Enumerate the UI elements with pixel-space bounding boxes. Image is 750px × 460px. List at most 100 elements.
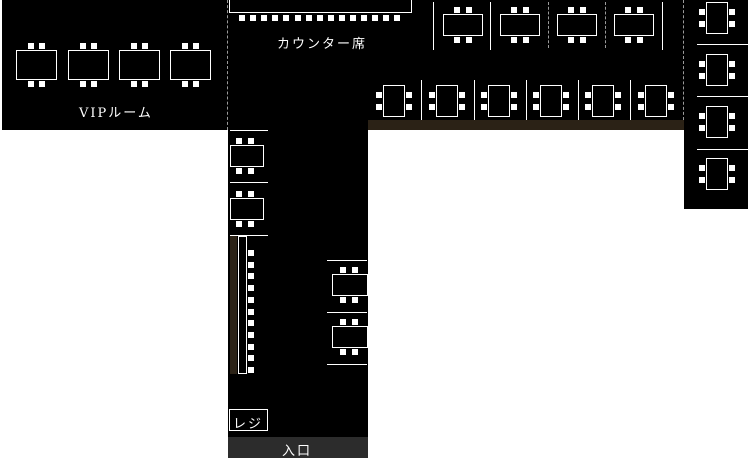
table[interactable] — [436, 85, 458, 117]
chair — [511, 37, 517, 43]
chair — [406, 104, 412, 110]
table[interactable] — [488, 85, 510, 117]
booth-divider — [421, 80, 422, 120]
chair — [352, 349, 358, 355]
counter-stool — [248, 331, 254, 338]
table[interactable] — [170, 50, 211, 80]
chair — [466, 37, 472, 43]
chair — [511, 104, 517, 110]
booth-divider — [697, 96, 748, 97]
chair — [729, 177, 735, 183]
chair — [459, 92, 465, 98]
counter-stool — [394, 15, 401, 21]
upper-wall-band — [368, 120, 684, 130]
chair — [248, 191, 254, 197]
chair — [142, 81, 148, 87]
table[interactable] — [16, 50, 57, 80]
counter-stool — [305, 15, 312, 21]
table[interactable] — [500, 14, 540, 36]
chair — [729, 165, 735, 171]
chair — [699, 73, 705, 79]
counter-stool — [327, 15, 334, 21]
counter-stool — [361, 15, 368, 21]
table[interactable] — [332, 326, 368, 348]
chair — [182, 43, 188, 49]
chair — [376, 92, 382, 98]
table[interactable] — [230, 198, 264, 220]
counter-stool — [350, 15, 356, 21]
booth-divider — [548, 2, 549, 48]
table[interactable] — [332, 274, 368, 296]
chair — [481, 104, 487, 110]
chair — [352, 297, 358, 303]
chair — [729, 125, 735, 131]
chair — [585, 92, 591, 98]
counter-stool — [261, 15, 268, 21]
chair — [429, 104, 435, 110]
table[interactable] — [443, 14, 483, 36]
chair — [131, 81, 137, 87]
booth-divider — [605, 2, 606, 48]
entrance-label: 入口 — [282, 444, 313, 459]
chair — [563, 92, 569, 98]
chair — [248, 221, 254, 227]
chair — [637, 7, 643, 13]
chair — [131, 43, 137, 49]
chair — [39, 81, 45, 87]
chair — [533, 104, 539, 110]
counter-stool — [383, 15, 390, 21]
chair — [376, 104, 382, 110]
table[interactable] — [119, 50, 160, 80]
table[interactable] — [706, 158, 728, 190]
table[interactable] — [383, 85, 405, 117]
chair — [699, 21, 705, 27]
chair — [615, 92, 621, 98]
table[interactable] — [540, 85, 562, 117]
table[interactable] — [614, 14, 654, 36]
chair — [340, 297, 346, 303]
chair — [638, 104, 644, 110]
chair — [352, 267, 358, 273]
chair — [39, 43, 45, 49]
counter-stool — [316, 15, 323, 21]
chair — [533, 92, 539, 98]
chair — [236, 138, 242, 144]
table[interactable] — [706, 54, 728, 86]
booth-divider — [230, 182, 268, 183]
table[interactable] — [706, 2, 728, 34]
chair — [80, 81, 86, 87]
counter-stool — [248, 273, 254, 280]
table[interactable] — [645, 85, 667, 117]
table[interactable] — [706, 106, 728, 138]
chair — [236, 168, 242, 174]
register-box[interactable] — [229, 409, 268, 431]
table[interactable] — [68, 50, 109, 80]
counter-stool — [294, 15, 301, 21]
chair — [91, 81, 97, 87]
side-counter-bar — [238, 236, 247, 374]
chair — [625, 7, 631, 13]
chair — [454, 7, 460, 13]
booth-divider — [433, 2, 434, 50]
chair — [668, 92, 674, 98]
counter-stool — [372, 15, 379, 21]
entrance-band — [228, 437, 368, 458]
counter-stool — [283, 15, 290, 21]
chair — [615, 104, 621, 110]
chair — [193, 81, 199, 87]
chair — [236, 191, 242, 197]
counter-seats-label: カウンター席 — [277, 37, 368, 52]
chair — [193, 43, 199, 49]
table[interactable] — [557, 14, 597, 36]
booth-divider — [697, 44, 748, 45]
chair — [80, 43, 86, 49]
chair — [699, 113, 705, 119]
booth-divider — [230, 130, 268, 131]
table[interactable] — [592, 85, 614, 117]
chair — [28, 43, 34, 49]
chair — [340, 319, 346, 325]
chair — [580, 37, 586, 43]
counter-stool — [248, 285, 254, 292]
chair — [523, 7, 529, 13]
table[interactable] — [230, 145, 264, 167]
